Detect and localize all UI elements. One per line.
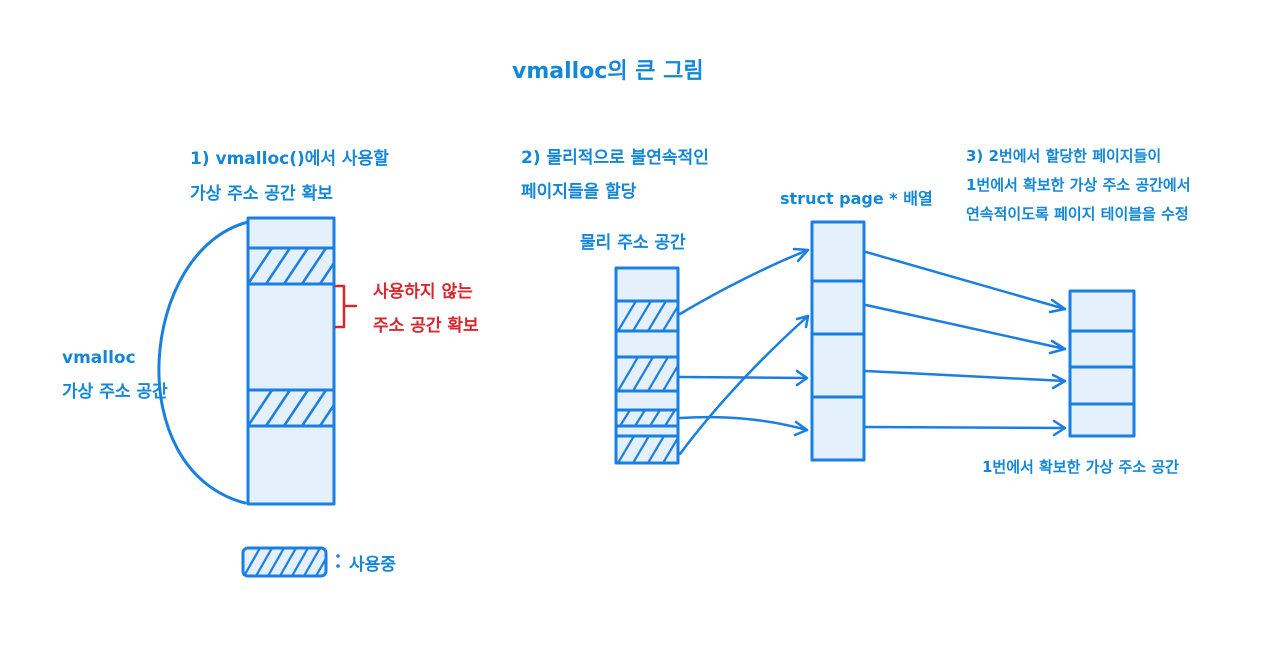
step3-line3: 연속적이도록 페이지 테이블을 수정 [966,205,1189,223]
vmalloc-space-line1: vmalloc [62,348,136,368]
diagram-title: vmalloc의 큰 그림 [512,59,704,84]
physical-page-1 [616,301,678,331]
arrows-physical-to-struct [678,247,810,456]
struct-page-array [810,220,866,462]
result-space-label: 1번에서 확보한 가상 주소 공간 [982,458,1179,476]
legend-swatch [241,546,328,578]
vmalloc-space-line2: 가상 주소 공간 [62,382,168,402]
unused-space-brace [334,284,358,329]
virtual-used-region-2 [248,390,334,426]
step1-line1: 1) vmalloc()에서 사용할 [190,149,389,169]
physical-page-3 [618,410,677,426]
step1-line2: 가상 주소 공간 확보 [190,184,333,204]
step2-line2: 페이지들을 할당 [521,182,637,202]
unused-note-line2: 주소 공간 확보 [373,316,479,336]
step3-line1: 3) 2번에서 할당한 페이지들이 [966,147,1162,165]
legend-label: 사용중 [349,555,396,575]
virtual-address-column [246,216,336,506]
physical-page-2 [616,357,678,391]
physical-page-4 [616,436,678,463]
physical-address-label: 물리 주소 공간 [580,233,686,253]
step3-line2: 1번에서 확보한 가상 주소 공간에서 [966,176,1191,194]
result-virtual-column [1068,289,1136,438]
unused-note-line1: 사용하지 않는 [373,282,473,302]
vmalloc-space-bracket [157,220,250,505]
legend-colon [336,554,340,568]
arrows-struct-to-result [864,250,1067,437]
virtual-used-region-1 [248,248,334,284]
step2-line1: 2) 물리적으로 불연속적인 [521,148,709,168]
struct-page-label: struct page * 배열 [780,189,933,208]
